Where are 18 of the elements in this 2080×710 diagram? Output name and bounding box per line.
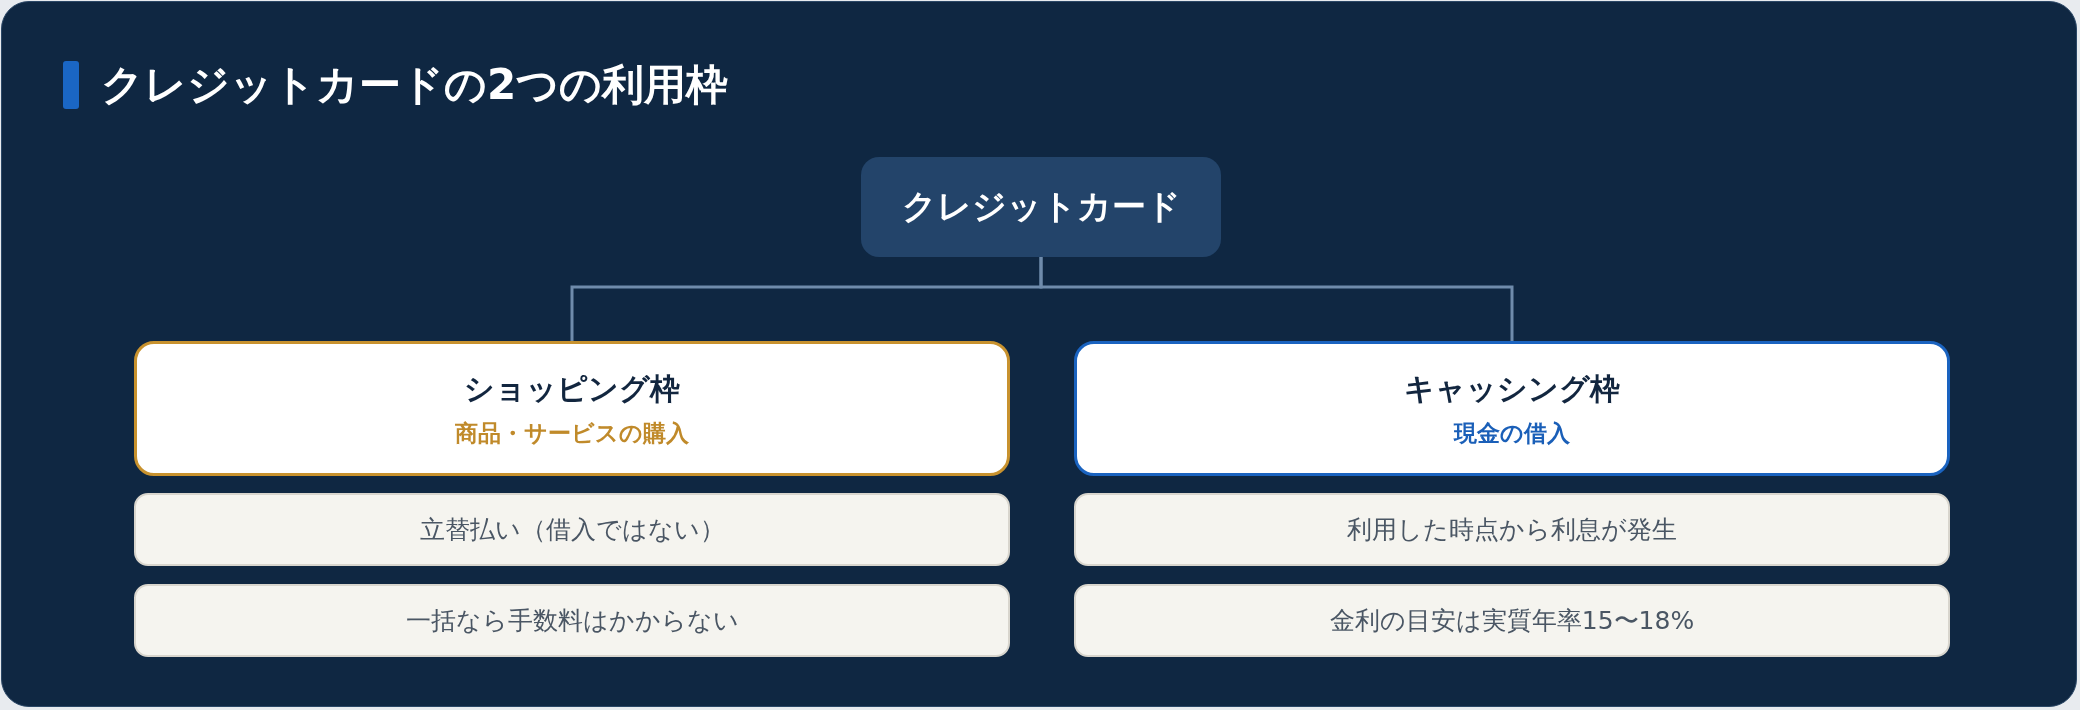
note-text: 利用した時点から利息が発生 (1347, 514, 1677, 546)
node-subtitle: 現金の借入 (1454, 418, 1570, 448)
node-title: ショッピング枠 (464, 369, 680, 408)
note-box (134, 584, 1010, 657)
note-box (1074, 584, 1950, 657)
node-title: キャッシング枠 (1404, 369, 1620, 408)
category-card (134, 341, 1010, 476)
note-box (134, 493, 1010, 566)
note-text: 一括なら手数料はかからない (405, 605, 739, 637)
diagram-title: クレジットカードの2つの利用枠 (101, 60, 729, 111)
connector-line (1039, 257, 1514, 341)
category-card (1074, 341, 1950, 476)
note-text: 立替払い（借入ではない） (419, 514, 725, 546)
note-box (1074, 493, 1950, 566)
note-text: 金利の目安は実質年率15〜18% (1329, 605, 1695, 637)
node-title: クレジットカード (901, 185, 1181, 228)
node-subtitle: 商品・サービスの購入 (455, 418, 689, 448)
root-box (861, 157, 1221, 257)
